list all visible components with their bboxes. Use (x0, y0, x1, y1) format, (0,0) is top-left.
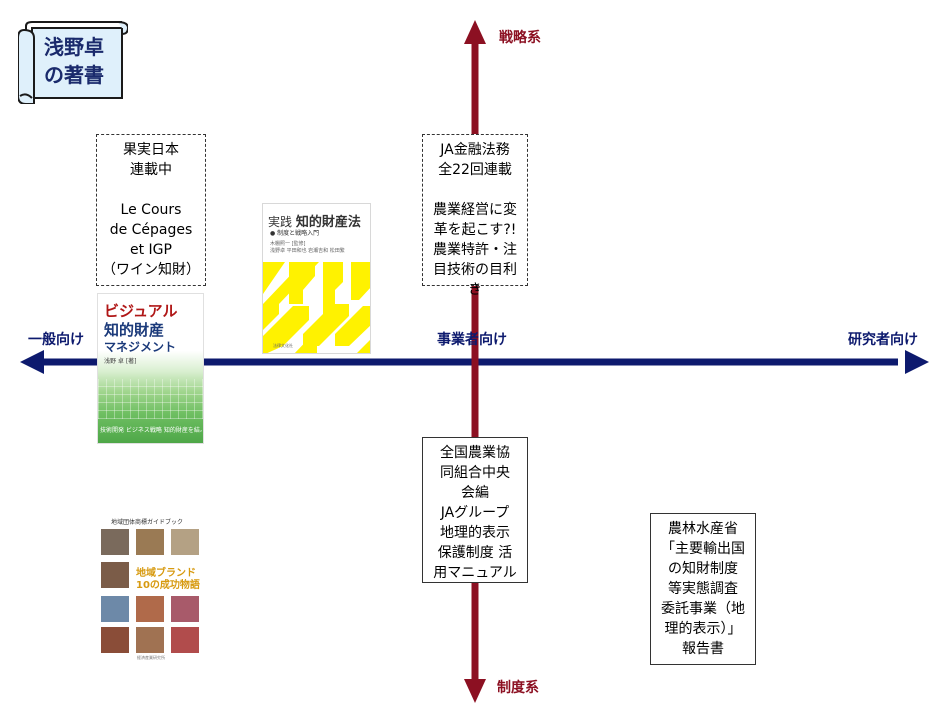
cover-authors-1: 木棚照一 [監修] (270, 241, 306, 247)
box-text-line: de Cépages (109, 222, 193, 238)
box-text-line: 保護制度 活 (437, 545, 513, 561)
box-text-line: 全22回連載 (438, 162, 512, 178)
cover-photo (101, 562, 129, 588)
cover-title-line-1: ビジュアル (104, 302, 178, 320)
cover-title-line-2: 10の成功物語 (136, 580, 200, 591)
scroll-icon (17, 21, 130, 105)
box-text-line: 同組合中央 (440, 465, 510, 481)
right-arrowhead (905, 350, 929, 374)
box-text-line: Le Cours (120, 202, 182, 218)
box-text-line: et IGP (130, 242, 172, 258)
page-title: 浅野卓の著書 (44, 33, 124, 89)
box-text-gap (101, 180, 201, 200)
box-text-line: 等実態調査 (668, 581, 738, 597)
box-text-line: 報告書 (682, 641, 724, 657)
box-text-line: 果実日本 (123, 142, 179, 158)
box-text-line: JA金融法務 (440, 142, 510, 158)
box-text-line: 革を起こす?! (433, 222, 517, 238)
cover-subtitle: ● 制度と戦略入門 (270, 230, 320, 237)
cover-title-line-3: マネジメント (104, 340, 177, 354)
cover-photo (136, 596, 164, 622)
cover-subtitle: 技術開発 ビジネス戦略 知的財産を結ぶ実践の教科書 (100, 427, 202, 434)
cover-title: 実践 知的財産法 (268, 211, 361, 230)
cover-photo (136, 529, 164, 555)
axis-label-top: 戦略系 (499, 30, 541, 46)
box-text-line: 委託事業（地 (661, 601, 745, 617)
box-text-line: 用マニュアル (433, 565, 517, 581)
cover-yellow-pattern (263, 262, 370, 353)
box-text-line: 連載中 (130, 162, 172, 178)
cover-title-line-1: 地域ブランド (136, 568, 196, 579)
title-line-2: の著書 (44, 63, 104, 87)
box-text-line: き (468, 282, 482, 298)
book-cover-visual-ip-management: ビジュアル 知的財産 マネジメント 浅野 卓 [著] 技術開発 ビジネス戦略 知… (97, 293, 204, 444)
cover-photo (171, 627, 199, 653)
cover-photo (171, 529, 199, 555)
book-cover-jissen-ip-law: 実践 知的財産法 ● 制度と戦略入門 木棚照一 [監修] 浅野卓 平田和也 岩瀬… (262, 203, 371, 354)
zenkoku-noukyo-box: 全国農業協 同組合中央 会編 JAグループ 地理的表示 保護制度 活 用マニュア… (422, 437, 528, 583)
axis-label-left: 一般向け (28, 332, 84, 348)
cover-photo (136, 627, 164, 653)
cover-photo (101, 627, 129, 653)
ja-kinyu-houmu-box: JA金融法務 全22回連載 農業経営に変 革を起こす?! 農業特許・注 目技術の… (422, 134, 528, 298)
axis-label-center: 事業者向け (437, 332, 507, 348)
cover-authors-2: 浅野卓 平田和也 岩瀬吉和 松田繁 (270, 248, 345, 254)
box-text-line: 会編 (461, 485, 489, 501)
bottom-arrowhead (464, 679, 486, 703)
cover-title-line-2: 知的財産 (104, 321, 165, 339)
box-text-line: 農業経営に変 (433, 202, 517, 218)
box-text-line: JAグループ (440, 505, 510, 521)
cover-author: 浅野 卓 [著] (104, 358, 137, 365)
cover-photo (101, 529, 129, 555)
axis-label-bottom: 制度系 (497, 680, 539, 696)
kajitsu-nippon-box: 果実日本 連載中 Le Cours de Cépages et IGP （ワイン… (96, 134, 206, 286)
book-cover-regional-brand: 地域団体商標ガイドブック 地域ブランド 10の成功物語 経済産業研究所 (97, 515, 208, 663)
cover-photo (101, 596, 129, 622)
cover-title-main: 知的財産法 (295, 215, 361, 230)
box-text-line: 地理的表示 (440, 525, 510, 541)
axis-label-right: 研究者向け (848, 332, 918, 348)
title-scroll (17, 20, 130, 105)
left-arrowhead (20, 350, 44, 374)
box-text-line: 目技術の目利 (433, 262, 517, 278)
box-text-line: 全国農業協 (440, 445, 510, 461)
cover-publisher: 法律文化社 (273, 343, 293, 348)
top-arrowhead (464, 20, 486, 44)
box-text-line: 農業特許・注 (433, 242, 517, 258)
cover-grid-pattern (98, 379, 203, 419)
cover-header: 地域団体商標ガイドブック (111, 519, 184, 526)
cover-photo (171, 596, 199, 622)
box-text-gap (427, 180, 523, 200)
box-text-line: 理的表示）」 (664, 621, 742, 637)
box-text-line: 「主要輸出国 (661, 541, 745, 557)
cover-publisher: 経済産業研究所 (137, 655, 165, 660)
cover-title-prefix: 実践 (268, 215, 293, 229)
title-line-1: 浅野卓 (44, 35, 104, 59)
box-text-line: の知財制度 (668, 561, 738, 577)
box-text-line: 農林水産省 (668, 521, 738, 537)
box-text-line: （ワイン知財） (102, 262, 200, 278)
norin-suisansho-box: 農林水産省 「主要輸出国 の知財制度 等実態調査 委託事業（地 理的表示）」 報… (650, 513, 756, 665)
